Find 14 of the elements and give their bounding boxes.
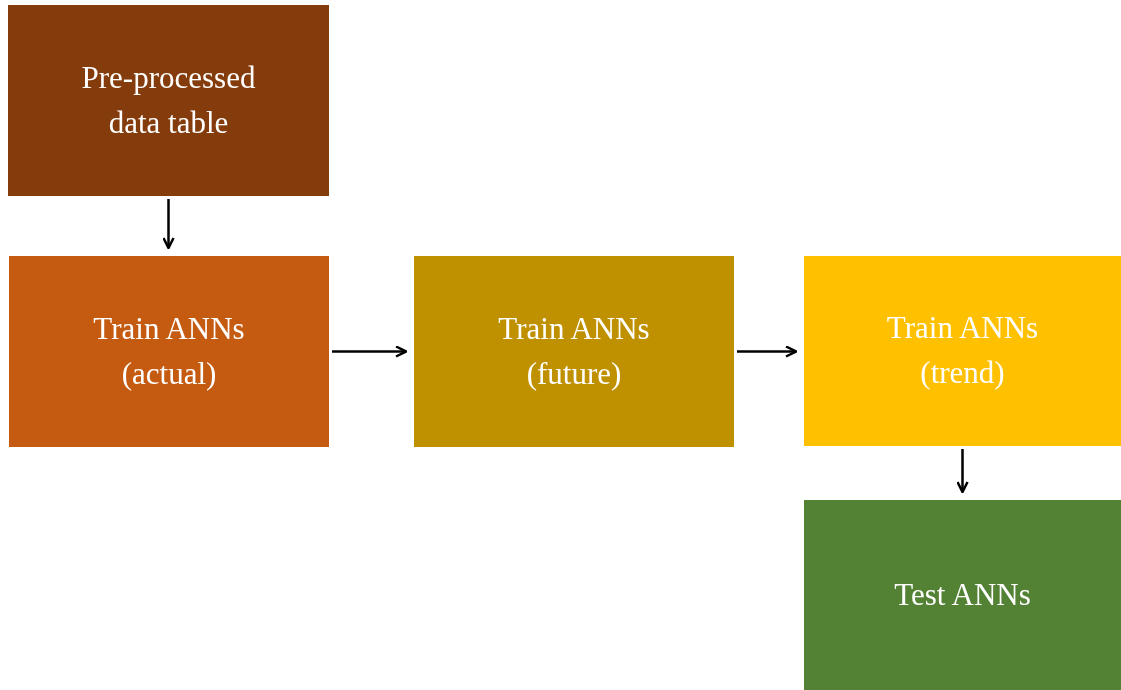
- process-box: [414, 256, 734, 447]
- box-label: Pre-processed data table: [80, 58, 257, 142]
- arrow: [737, 345, 798, 358]
- arrow: [162, 199, 175, 250]
- box-label: Test ANNs: [894, 575, 1031, 614]
- arrow: [956, 449, 969, 494]
- box-label: Train ANNs (future): [497, 309, 651, 393]
- process-box: [804, 256, 1121, 446]
- box-label: Train ANNs (actual): [92, 309, 246, 393]
- arrow: [332, 345, 408, 358]
- process-box: [804, 500, 1121, 690]
- process-box: [8, 5, 329, 196]
- box-label: Train ANNs (trend): [885, 309, 1040, 392]
- process-box: [9, 256, 329, 447]
